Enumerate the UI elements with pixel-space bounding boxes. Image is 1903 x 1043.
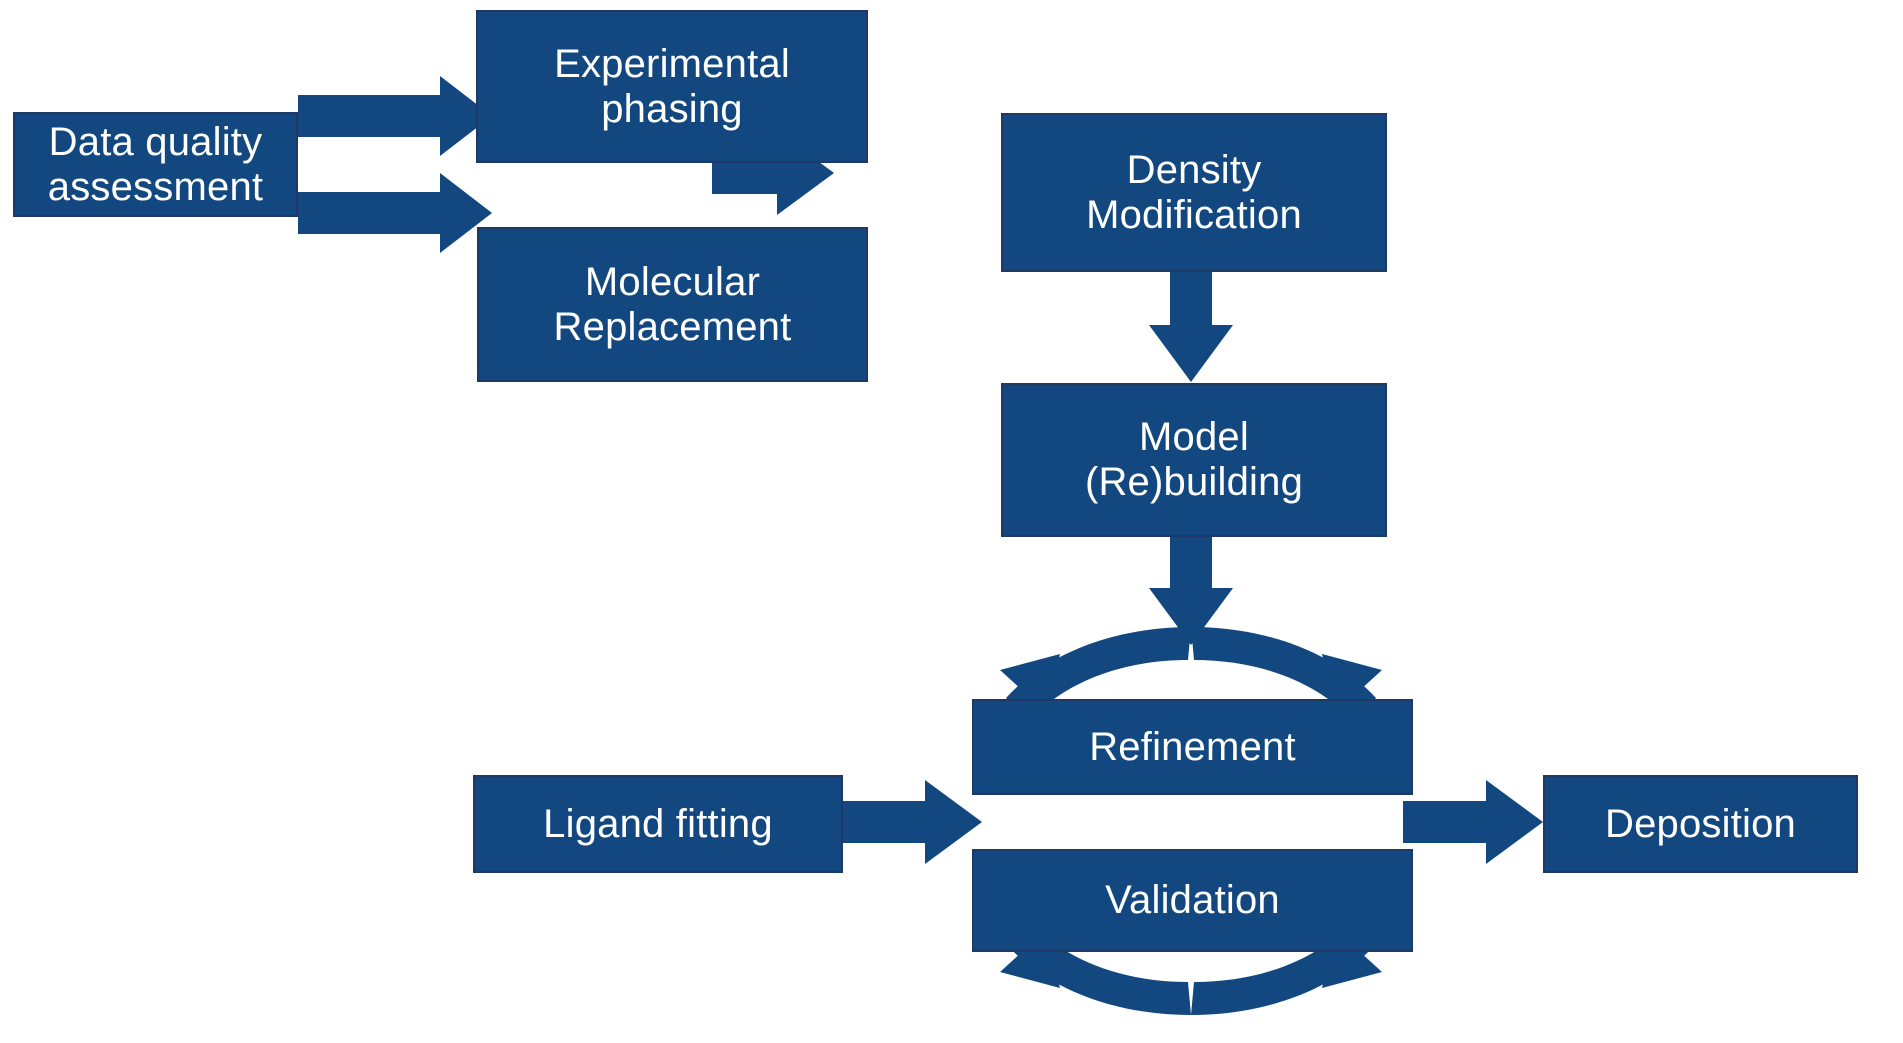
arrow-dataquality-to-molecularreplacement	[298, 173, 492, 253]
node-ligand-fitting[interactable]: Ligand fitting	[473, 775, 843, 873]
node-deposition[interactable]: Deposition	[1543, 775, 1858, 873]
cycle-arc-top-left	[1000, 627, 1191, 722]
node-density-modification[interactable]: Density Modification	[1001, 113, 1387, 272]
node-experimental-phasing[interactable]: Experimental phasing	[476, 10, 868, 163]
node-molecular-replacement[interactable]: Molecular Replacement	[477, 227, 868, 382]
arrow-dataquality-to-experimentalphasing	[298, 76, 492, 156]
cycle-arc-top-right	[1191, 627, 1382, 722]
node-validation[interactable]: Validation	[972, 849, 1413, 952]
arrow-ligandfitting-to-cycle	[843, 780, 982, 864]
arrow-cycle-to-deposition	[1403, 780, 1543, 864]
arrow-modelrebuilding-to-cycle	[1149, 537, 1233, 645]
node-refinement[interactable]: Refinement	[972, 699, 1413, 795]
node-data-quality-assessment[interactable]: Data quality assessment	[13, 112, 298, 217]
node-model-rebuilding[interactable]: Model (Re)building	[1001, 383, 1387, 537]
arrow-densitymodification-to-modelrebuilding	[1149, 272, 1233, 382]
